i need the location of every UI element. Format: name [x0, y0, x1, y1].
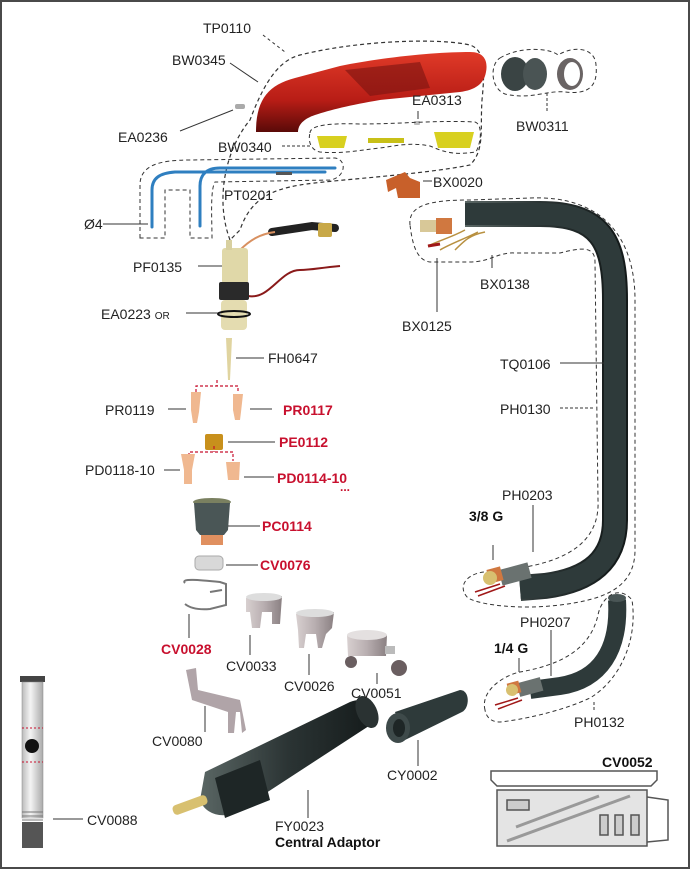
label-pc0114: PC0114: [262, 518, 312, 534]
label-fy0023: FY0023: [275, 818, 325, 834]
label-cy0002: CY0002: [387, 767, 438, 783]
label-tq0106: TQ0106: [500, 356, 551, 372]
label-bw0340: BW0340: [218, 139, 272, 155]
label-cv0052: CV0052: [602, 754, 653, 770]
leader-ea0236: [179, 109, 234, 132]
ring-cv0076: [194, 555, 224, 571]
label-pd0114-10-note: ...: [340, 480, 351, 494]
tip-pd0118-10: [181, 454, 195, 484]
label-ea0313: EA0313: [412, 92, 462, 108]
tip-pd0114-10: [226, 462, 240, 480]
tip-pr0117: [233, 394, 243, 420]
label-1-4-g: 1/4 G: [494, 640, 529, 656]
label-cv0051: CV0051: [351, 685, 402, 701]
label-ea0236: EA0236: [118, 129, 168, 145]
label-cv0028: CV0028: [161, 641, 212, 657]
central-adaptor-fy0023: [172, 696, 379, 818]
tool-cv0051: [345, 630, 407, 676]
rings-bw0311: [501, 57, 583, 91]
label-pr0119: PR0119: [105, 402, 155, 418]
label-cv0033: CV0033: [226, 658, 277, 674]
nozzle-pc0114: [193, 498, 231, 545]
label-bx0020: BX0020: [433, 174, 483, 190]
leader-tp0110: [262, 34, 286, 53]
group-outline-liners: [139, 157, 344, 239]
label-pt0201: PT0201: [224, 187, 274, 203]
sleeve-cy0002: [386, 690, 468, 743]
label-tp0110: TP0110: [203, 20, 251, 36]
insulators-bw0340: [317, 132, 474, 148]
label-pf0135: PF0135: [133, 259, 183, 275]
tube-cv0088: [20, 676, 45, 848]
leader-bw0345: [229, 62, 259, 83]
handle-bw0345: [256, 52, 487, 132]
part-bx0020: [386, 172, 420, 198]
pin-ea0313: [414, 121, 420, 125]
label-bw0311: BW0311: [516, 118, 569, 134]
label-pd0118-10: PD0118-10: [85, 462, 155, 478]
group-outline-bw0311: [492, 48, 597, 97]
cable-end-ph0203: [474, 562, 532, 597]
label-cv0080: CV0080: [152, 733, 203, 749]
label-pd0114-10: PD0114-10: [277, 470, 348, 486]
group-outline-ph0130: [409, 197, 636, 608]
spanner-cv0080: [186, 668, 246, 733]
label-ea0223: EA0223 OR: [101, 306, 170, 325]
kit-box-cv0052: [490, 770, 669, 847]
label-ph0203: PH0203: [502, 487, 553, 503]
cable-tq0106: [420, 201, 628, 601]
label-bw0345: BW0345: [172, 52, 226, 68]
label-cv0076: CV0076: [260, 557, 311, 573]
label-bx0138: BX0138: [480, 276, 530, 292]
label-bx0125: BX0125: [402, 318, 452, 334]
label-3-8-g: 3/8 G: [469, 508, 504, 524]
tool-cv0033: [246, 596, 282, 628]
label-ph0207: PH0207: [520, 614, 571, 630]
label-ea0223-code: EA0223: [101, 306, 151, 322]
body-pf0135: [217, 221, 341, 330]
label-central-adaptor: Central Adaptor: [275, 834, 381, 850]
tip-pr0119: [191, 392, 201, 423]
label-cv0088: CV0088: [87, 812, 138, 828]
cable-ph0132: [494, 594, 627, 710]
label-pe0112: PE0112: [279, 434, 329, 450]
label-ea0223-or: OR: [154, 311, 170, 322]
tool-cv0026: [296, 612, 334, 648]
label-cv0026: CV0026: [284, 678, 335, 694]
label-pr0117: PR0117: [283, 402, 333, 418]
label-diameter-4: Ø4: [84, 216, 103, 232]
diffuser-pe0112: [205, 434, 223, 450]
screw-ea0236: [235, 104, 245, 109]
liners-pt0201: [150, 166, 337, 229]
label-ph0132: PH0132: [574, 714, 625, 730]
label-ph0130: PH0130: [500, 401, 551, 417]
group-outline-ph0132: [483, 592, 634, 723]
group-outline-bw0340: [308, 120, 481, 154]
tube-fh0647: [226, 338, 232, 380]
label-fh0647: FH0647: [268, 350, 318, 366]
clip-cv0028: [183, 578, 227, 611]
